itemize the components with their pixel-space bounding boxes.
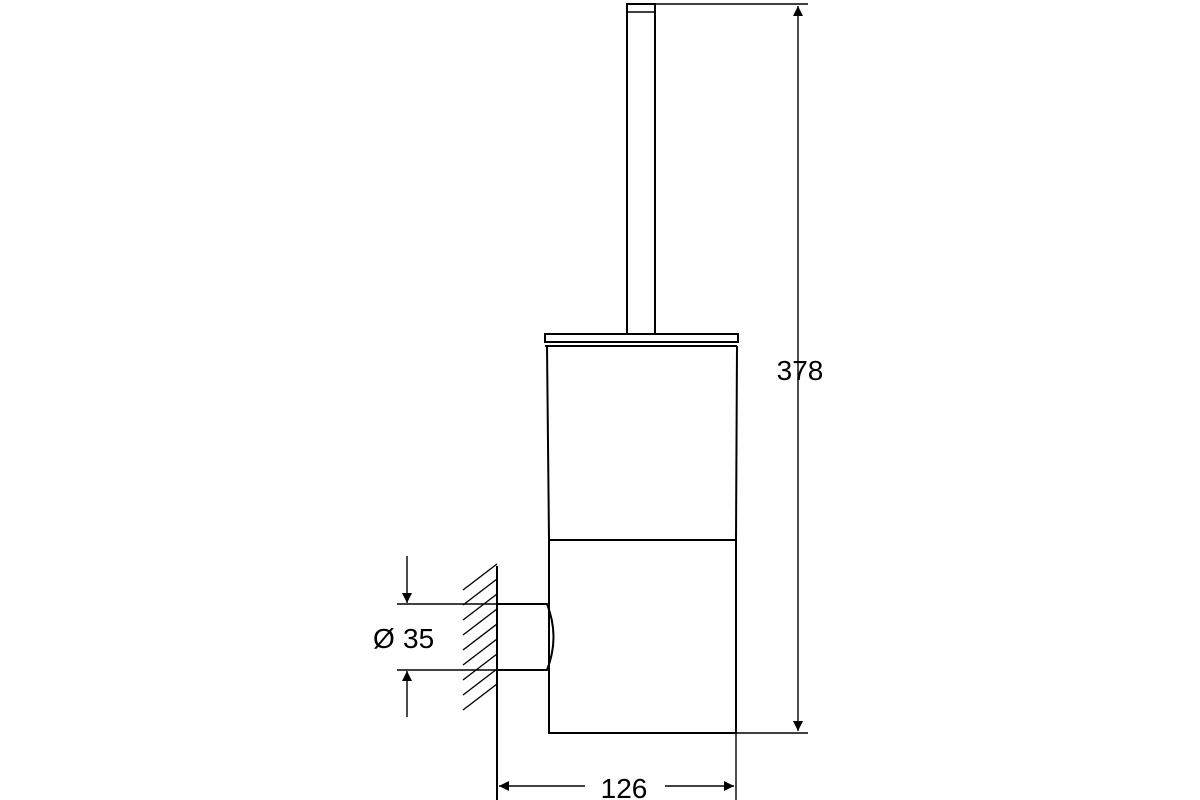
brush-handle: [626, 3, 656, 335]
hatch-line: [462, 623, 498, 651]
diameter-dimension: Ø 35: [373, 556, 497, 717]
holder-upper-body: [545, 345, 738, 541]
height-dimension-label: 378: [777, 355, 824, 386]
wall-hatching: [462, 563, 498, 800]
holder-lower-body: [548, 539, 737, 734]
hatch-line: [462, 638, 498, 666]
diameter-symbol: Ø: [373, 623, 395, 654]
hatch-line: [462, 593, 498, 621]
diameter-dimension-label: 35: [403, 623, 434, 654]
hatch-line: [462, 683, 498, 711]
hatch-line: [462, 608, 498, 636]
holder-lid: [544, 333, 739, 343]
hatch-line: [462, 668, 498, 696]
hatch-line: [462, 563, 498, 591]
hatch-line: [462, 578, 498, 606]
wall-mount-arm: [497, 603, 555, 671]
width-dimension: 126: [499, 733, 737, 800]
hatch-line: [462, 653, 498, 681]
width-dimension-label: 126: [601, 773, 648, 800]
height-dimension: 378: [655, 3, 824, 734]
